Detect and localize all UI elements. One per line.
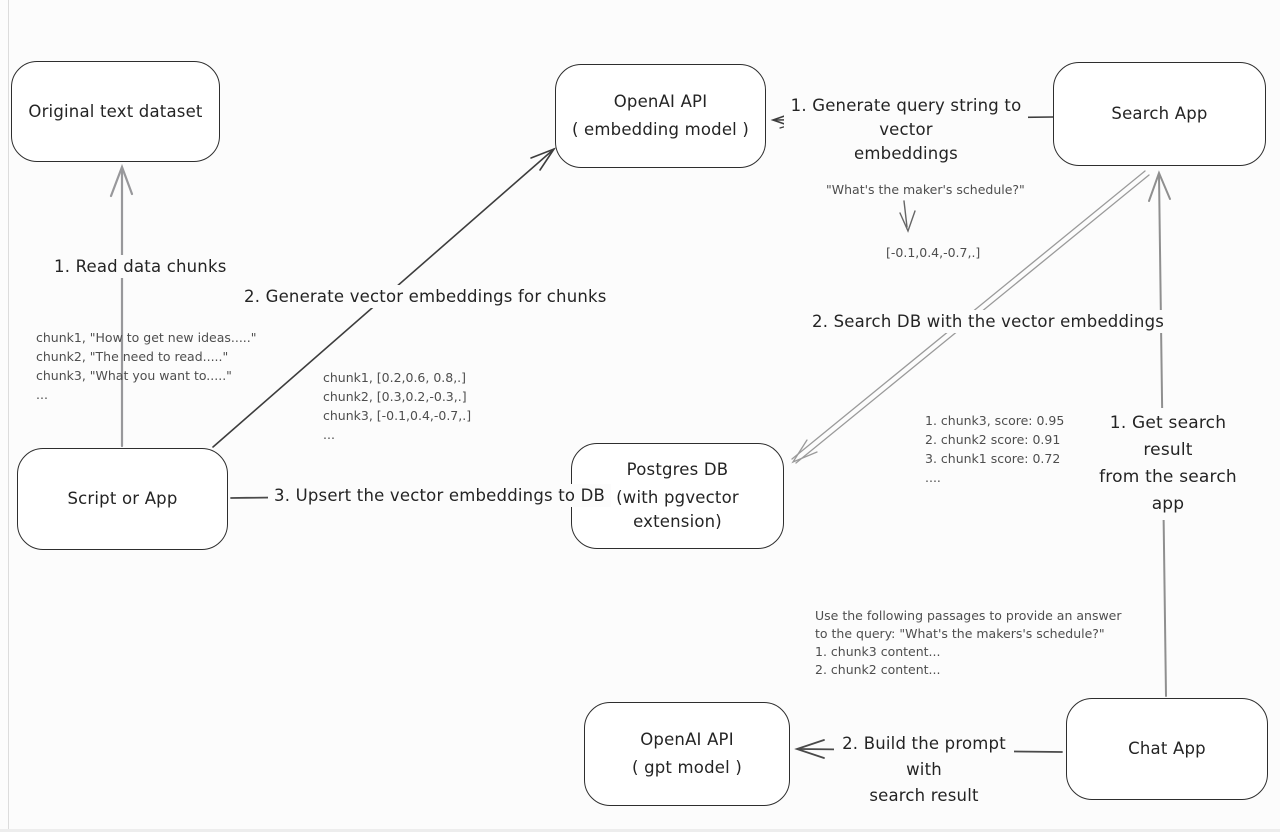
edge-label-line: search result <box>869 786 979 805</box>
page-left-edge-line <box>8 0 9 832</box>
annotation-line: chunk3, [-0.1,0.4,-0.7,.] <box>323 408 472 423</box>
edge-label-read-chunks: 1. Read data chunks <box>48 255 233 278</box>
edge-label-line: embeddings <box>854 144 958 163</box>
annotation-score-results: 1. chunk3, score: 0.95 2. chunk2 score: … <box>925 411 1064 487</box>
edge-label-query-to-vector: 1. Generate query string to vector embed… <box>784 92 1028 168</box>
edge-label-line: 1. Generate query string to vector <box>790 96 1022 139</box>
node-label: Script or App <box>67 489 178 508</box>
annotation-line: 1. chunk3, score: 0.95 <box>925 413 1065 428</box>
annotation-line: chunk2, [0.3,0.2,-0.3,.] <box>323 389 467 404</box>
edge-label-line: 1. Get search result <box>1109 413 1227 460</box>
node-original-text-dataset: Original text dataset <box>11 61 220 162</box>
node-label: Postgres DB <box>626 460 729 479</box>
annotation-line: 1. chunk3 content... <box>815 644 941 659</box>
annotation-line: 2. chunk2 score: 0.91 <box>925 432 1061 447</box>
annotation-line: chunk1, "How to get new ideas....." <box>36 330 257 345</box>
node-label: Chat App <box>1128 739 1206 758</box>
node-label: OpenAI API <box>640 730 734 749</box>
node-sublabel: ( embedding model ) <box>571 120 750 139</box>
node-sublabel: (with pgvector extension) <box>616 488 739 531</box>
edge-label-upsert: 3. Upsert the vector embeddings to DB <box>268 484 612 507</box>
edge-label-generate-embeddings: 2. Generate vector embeddings for chunks <box>238 285 613 308</box>
arrow-read-chunks <box>109 163 134 448</box>
annotation-line: chunk3, "What you want to....." <box>36 368 232 383</box>
annotation-line: .... <box>925 470 941 485</box>
annotation-prompt-preview: Use the following passages to provide an… <box>815 607 1122 679</box>
annotation-line: 3. chunk1 score: 0.72 <box>925 451 1061 466</box>
edge-label-line: 2. Build the prompt with <box>842 734 1006 779</box>
edge-label-get-result: 1. Get search result from the search app <box>1086 408 1250 520</box>
node-chat-app: Chat App <box>1066 698 1268 800</box>
node-label: Search App <box>1111 104 1208 123</box>
annotation-chunk-samples: chunk1, "How to get new ideas....." chun… <box>36 328 257 404</box>
edge-label-search-db: 2. Search DB with the vector embeddings <box>806 310 1171 333</box>
page-bottom-edge-line <box>0 829 1280 832</box>
node-openai-embedding-api: OpenAI API ( embedding model ) <box>555 64 766 168</box>
annotation-line: 2. chunk2 content... <box>815 662 941 677</box>
annotation-line: ... <box>36 387 48 402</box>
arrow-query-sample-down <box>899 200 916 233</box>
annotation-query-vector: [-0.1,0.4,-0.7,.] <box>886 245 981 260</box>
annotation-line: ... <box>323 427 335 442</box>
node-label: OpenAI API <box>613 92 708 111</box>
annotation-line: chunk2, "The need to read....." <box>36 349 229 364</box>
annotation-line: to the query: "What's the makers's sched… <box>815 626 1105 641</box>
node-sublabel: ( gpt model ) <box>631 758 742 777</box>
edge-label-line: from the search app <box>1099 467 1237 514</box>
annotation-embedding-samples: chunk1, [0.2,0.6, 0.8,.] chunk2, [0.3,0.… <box>323 368 471 444</box>
annotation-query-text: "What's the maker's schedule?" <box>826 182 1025 197</box>
node-search-app: Search App <box>1053 62 1266 166</box>
node-script-or-app: Script or App <box>17 448 228 550</box>
annotation-line: chunk1, [0.2,0.6, 0.8,.] <box>323 370 467 385</box>
node-openai-gpt-api: OpenAI API ( gpt model ) <box>584 702 790 806</box>
node-label: Original text dataset <box>28 101 203 121</box>
annotation-line: Use the following passages to provide an… <box>815 608 1122 623</box>
edge-label-build-prompt: 2. Build the prompt with search result <box>834 729 1014 811</box>
